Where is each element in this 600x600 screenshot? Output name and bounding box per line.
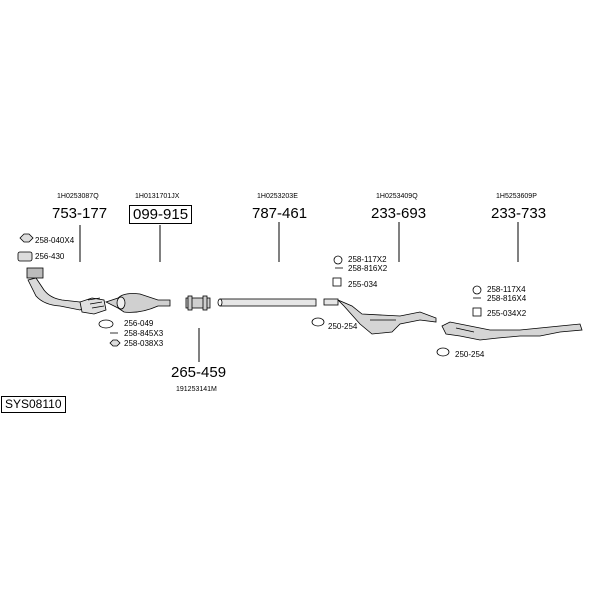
part-number-4[interactable]: 233-693 (371, 205, 427, 222)
gasket-icon (17, 251, 33, 262)
nut-icon (19, 233, 34, 243)
oem-number-6: 191253141M (176, 386, 217, 393)
accessory-label-10[interactable]: 258-117X4 (487, 285, 526, 294)
oem-number-2: 1H0131701JX (135, 193, 180, 200)
rubber-ring-icon-2 (472, 285, 482, 295)
system-code: SYS08110 (1, 396, 66, 414)
rubber-ring-icon (333, 255, 343, 265)
catalytic-converter (104, 293, 171, 313)
hanger-icon (311, 317, 325, 327)
clamp (185, 295, 211, 311)
rear-muffler (441, 321, 583, 341)
accessory-label-1[interactable]: 258-040X4 (35, 236, 75, 245)
oem-number-1: 1H0253087Q (57, 193, 99, 200)
accessory-label-13[interactable]: 250-254 (455, 350, 485, 359)
nut-icon-2 (109, 339, 121, 347)
clamp-icon-2 (472, 307, 482, 317)
accessory-label-3[interactable]: 256-049 (124, 319, 154, 328)
intermediate-pipe (217, 298, 317, 307)
oem-number-3: 1H0253203E (257, 193, 298, 200)
accessory-label-8[interactable]: 255-034 (348, 280, 378, 289)
oem-number-5: 1H5253609P (496, 193, 537, 200)
part-number-1[interactable]: 753-177 (52, 205, 108, 222)
accessory-label-5[interactable]: 258-038X3 (124, 339, 164, 348)
hanger-icon-2 (436, 347, 450, 357)
accessory-label-7[interactable]: 258-816X2 (348, 264, 388, 273)
part-number-5[interactable]: 233-733 (491, 205, 547, 222)
oem-number-4: 1H0253409Q (376, 193, 418, 200)
accessory-label-6[interactable]: 258-117X2 (348, 255, 387, 264)
accessory-label-9[interactable]: 250-254 (328, 322, 358, 331)
part-number-3[interactable]: 787-461 (252, 205, 308, 222)
clamp-icon (332, 277, 342, 287)
accessory-label-12[interactable]: 255-034X2 (487, 309, 527, 318)
front-pipe (26, 267, 107, 315)
accessory-label-2[interactable]: 256-430 (35, 252, 65, 261)
ring-gasket-icon (98, 319, 114, 329)
middle-muffler (323, 298, 437, 335)
part-number-6[interactable]: 265-459 (171, 364, 227, 381)
accessory-label-4[interactable]: 258-845X3 (124, 329, 164, 338)
part-number-2[interactable]: 099-915 (129, 205, 193, 224)
accessory-label-11[interactable]: 258-816X4 (487, 294, 527, 303)
